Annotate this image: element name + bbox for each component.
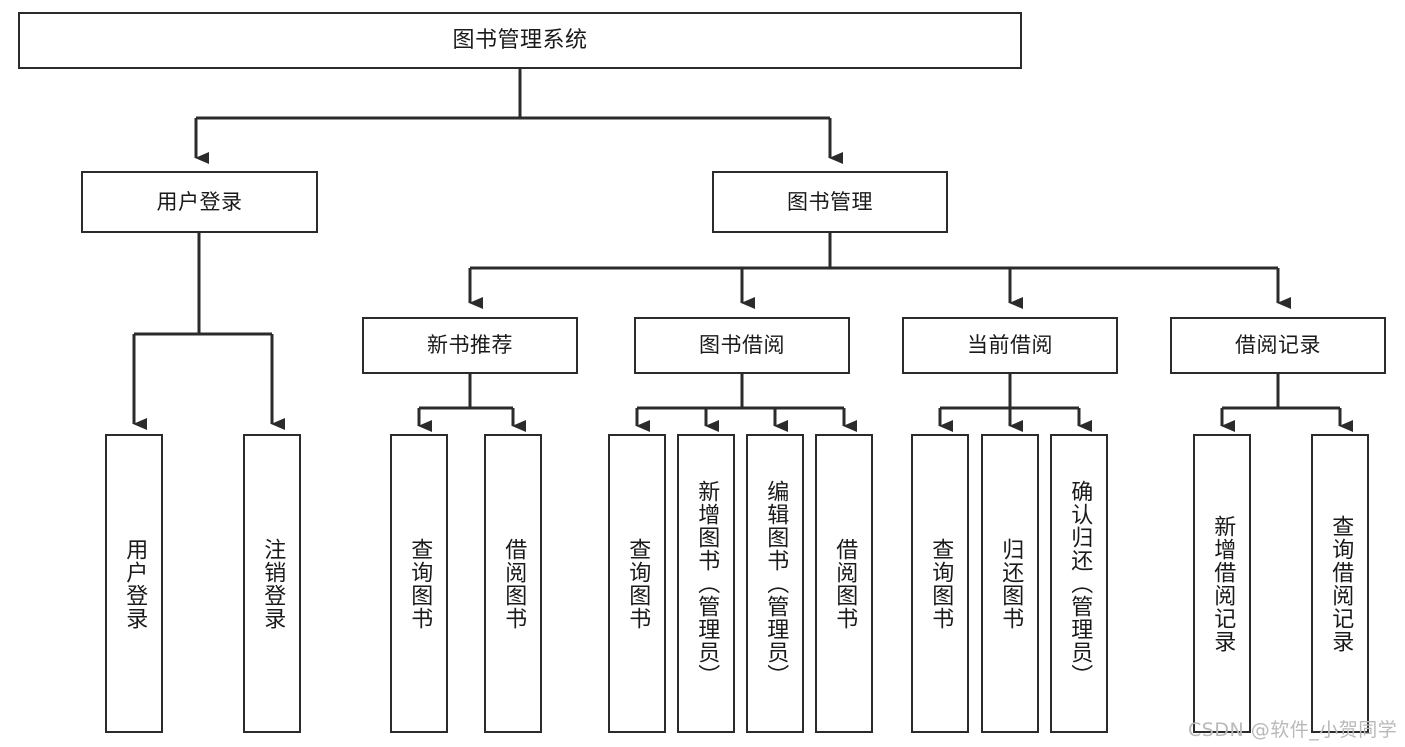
leaf-user-login[interactable]: 用户登录 [105,434,163,733]
node-label: 新书推荐 [427,333,513,358]
leaf-query-book-current[interactable]: 查询图书 [911,434,969,733]
leaf-add-book-admin[interactable]: 新增图书（管理员） [677,434,735,733]
leaf-borrow-book[interactable]: 借阅图书 [815,434,873,733]
node-label: 查询图书 [625,537,651,630]
node-label: 编辑图书（管理员） [763,480,789,687]
node-label: 确认归还（管理员） [1067,480,1093,687]
node-label: 图书借阅 [699,333,785,358]
node-label: 查询图书 [928,537,954,630]
node-borrow-records[interactable]: 借阅记录 [1170,317,1386,374]
node-label: 当前借阅 [967,333,1053,358]
node-label: 图书管理 [787,189,873,214]
leaf-logout[interactable]: 注销登录 [243,434,301,733]
node-label: 用户登录 [122,537,148,630]
leaf-edit-book-admin[interactable]: 编辑图书（管理员） [746,434,804,733]
node-book-management[interactable]: 图书管理 [712,171,948,233]
leaf-borrow-book-new[interactable]: 借阅图书 [484,434,542,733]
leaf-return-book[interactable]: 归还图书 [981,434,1039,733]
node-label: 借阅图书 [501,537,527,630]
node-label: 新增图书（管理员） [694,480,720,687]
leaf-query-book-borrow[interactable]: 查询图书 [608,434,666,733]
node-label: 查询借阅记录 [1328,514,1354,653]
node-root-system[interactable]: 图书管理系统 [18,12,1022,69]
node-label: 注销登录 [260,537,286,630]
leaf-confirm-return-admin[interactable]: 确认归还（管理员） [1050,434,1108,733]
leaf-query-book-new[interactable]: 查询图书 [390,434,448,733]
leaf-query-borrow-record[interactable]: 查询借阅记录 [1311,434,1369,733]
node-label: 用户登录 [156,189,243,214]
node-label: 查询图书 [407,537,433,630]
node-label: 图书管理系统 [452,27,588,53]
node-label: 新增借阅记录 [1210,514,1236,653]
csdn-watermark: CSDN @软件_小贺同学 [1188,719,1398,741]
node-new-book-recommend[interactable]: 新书推荐 [362,317,578,374]
node-user-login[interactable]: 用户登录 [81,171,318,233]
node-current-borrow[interactable]: 当前借阅 [902,317,1118,374]
node-label: 借阅图书 [832,537,858,630]
node-label: 归还图书 [998,537,1024,630]
node-label: 借阅记录 [1235,333,1321,358]
leaf-add-borrow-record[interactable]: 新增借阅记录 [1193,434,1251,733]
node-book-borrow[interactable]: 图书借阅 [634,317,850,374]
